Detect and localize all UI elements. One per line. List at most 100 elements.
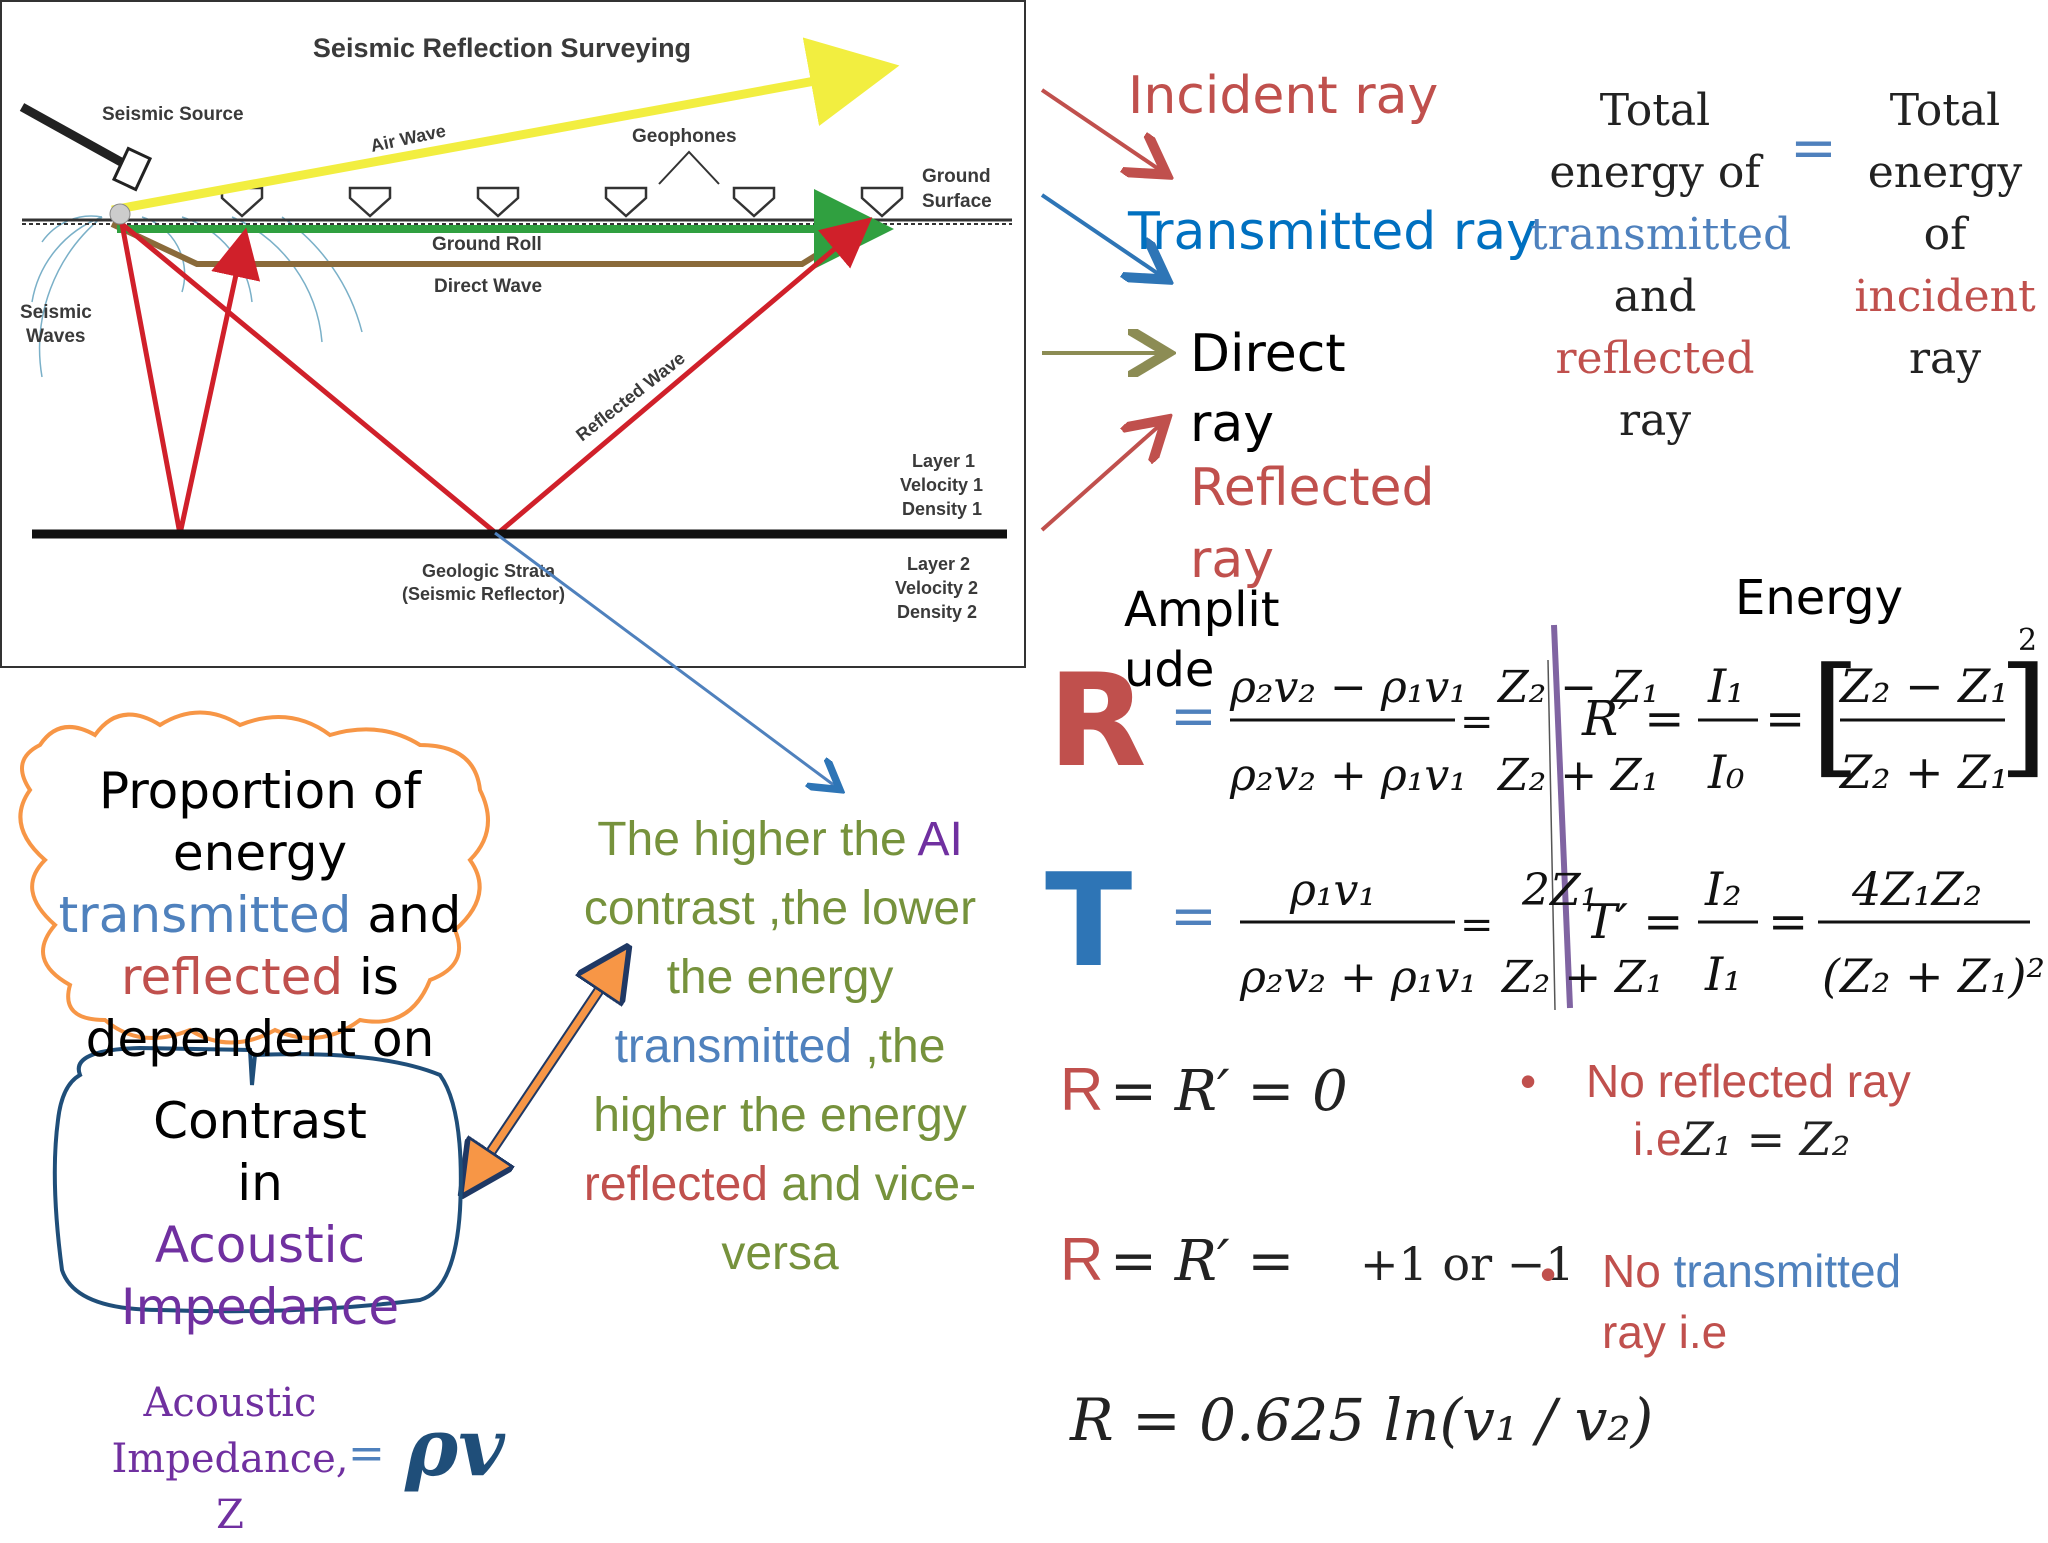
r-prime-equals: =	[1765, 691, 1805, 747]
legend-incident-label: Incident ray	[1128, 66, 1439, 126]
purple-divider	[1551, 624, 1573, 1009]
label-surface: Surface	[922, 191, 992, 212]
label-density1: Density 1	[902, 499, 982, 519]
hammer-handle	[19, 103, 133, 171]
seismic-diagram: Seismic Reflection Surveying	[0, 0, 1026, 668]
proportion-and: and	[367, 886, 462, 944]
case1-text: No reflected ray	[1586, 1055, 1911, 1107]
contrast-box-outline	[52, 1045, 463, 1314]
r-prime-label: R′ =	[1581, 691, 1685, 747]
fraction-divider	[1547, 659, 1556, 1011]
t-prime-den: I₁	[1704, 947, 1742, 1001]
amplitude-header-1: Amplit	[1124, 582, 1280, 638]
r-prime-num-2: Z₂ − Z₁	[1838, 659, 2009, 713]
case2-values: +1 or −1	[1360, 1237, 1575, 1291]
energy-left-2: energy of	[1549, 147, 1761, 198]
label-seismic-reflector: (Seismic Reflector)	[402, 584, 565, 604]
impact-burst	[109, 203, 131, 225]
ai-text-line-5: higher the energy	[593, 1089, 967, 1142]
case1-ie-formula: Z₁ = Z₂	[1681, 1112, 1851, 1166]
energy-left-5: reflected	[1555, 333, 1755, 384]
cases-block: R = R′ = 0 R = R′ = +1 or −1 R = 0.625 l…	[1060, 1056, 1653, 1454]
ai-formula-line-1: Acoustic	[143, 1380, 317, 1426]
hammer-head	[111, 146, 153, 192]
t-prime-equals: =	[1768, 894, 1808, 950]
proportion-reflected: reflected	[121, 948, 344, 1006]
t-denominator-1: ρ₂v₂ + ρ₁v₁	[1239, 952, 1477, 1003]
label-geologic-strata: Geologic Strata	[422, 561, 556, 581]
energy-right-4: incident	[1854, 271, 2036, 322]
proportion-line-2: energy	[172, 824, 348, 882]
proportion-text: Proportion of energy transmitted and ref…	[40, 760, 480, 1070]
contrast-line-2: in	[237, 1154, 283, 1212]
t-equals-2: =	[1460, 902, 1494, 948]
big-letter-t: T	[1045, 847, 1133, 996]
proportion-line-5: dependent on	[85, 1010, 435, 1068]
seismic-diagram-svg: Seismic Reflection Surveying	[19, 33, 1012, 622]
r-prime-num: I₁	[1707, 659, 1745, 713]
t-denominator-2: Z₂ + Z₁	[1500, 952, 1663, 1003]
energy-left-column: Total energy of transmitted and reflecte…	[1530, 80, 1792, 452]
label-geophones: Geophones	[632, 126, 737, 147]
legend-direct-label-2: ray	[1190, 394, 1275, 454]
t-prime-num: I₂	[1704, 862, 1742, 916]
cloud-outline	[18, 710, 490, 1045]
geophones-pointer	[658, 150, 720, 185]
case1-ie-prefix: i.e	[1633, 1113, 1682, 1165]
ai-formula-label: Acoustic Impedance, Z	[100, 1375, 360, 1543]
r-denominator-2: Z₂ + Z₁	[1496, 750, 1659, 801]
ai-text-line-2: contrast ,the lower	[583, 882, 977, 935]
ai-formula-rho-v: ρv	[405, 1400, 505, 1494]
label-waves: Waves	[26, 326, 86, 347]
ai-text-6a: reflected	[583, 1158, 768, 1211]
t-numerator-1: ρ₁v₁	[1289, 865, 1376, 916]
ai-text-line-6: reflected and vice-	[580, 1150, 980, 1219]
proportion-is: is	[359, 948, 399, 1006]
r-prime-den: I₀	[1707, 745, 1745, 799]
contrast-line-4: Impedance	[120, 1278, 400, 1336]
r-numerator-2: Z₂ − Z₁	[1496, 662, 1659, 713]
label-ground: Ground	[922, 166, 991, 187]
label-layer1: Layer 1	[912, 451, 975, 471]
label-seismic: Seismic	[20, 302, 92, 323]
label-direct-wave: Direct Wave	[434, 276, 542, 297]
case2-bullet: •	[1540, 1248, 1557, 1300]
case2-text-2: ray i.e	[1602, 1306, 1728, 1358]
r-prime-bracket-right: ]	[1998, 639, 2048, 791]
case1-formula: = R′ = 0	[1110, 1059, 1348, 1124]
legend-reflected-label-2: ray	[1190, 530, 1275, 590]
proportion-transmitted: transmitted	[58, 886, 352, 944]
ai-text-line-7: versa	[721, 1227, 839, 1280]
t-prime-num-2: 4Z₁Z₂	[1851, 862, 1982, 916]
r-numerator-1: ρ₂v₂ − ρ₁v₁	[1229, 662, 1467, 713]
proportion-line-4: reflected is	[40, 946, 480, 1008]
ai-text-4b: ,the	[852, 1020, 946, 1073]
case2-text: No transmitted	[1602, 1242, 1901, 1300]
label-velocity2: Velocity 2	[895, 578, 978, 598]
energy-right-1: Total	[1889, 85, 2001, 136]
case2-text-transmitted: transmitted	[1673, 1245, 1902, 1297]
t-numerator-2: 2Z₁	[1521, 865, 1598, 916]
energy-left-3: transmitted	[1530, 209, 1792, 260]
label-velocity1: Velocity 1	[900, 475, 983, 495]
t-prime-label: T′ =	[1585, 894, 1683, 950]
case2-text-no: No	[1602, 1245, 1674, 1297]
air-wave-arrow	[111, 37, 900, 215]
legend-transmitted-arrow	[1040, 193, 1160, 275]
t-prime-den-2: (Z₂ + Z₁)²	[1822, 949, 2045, 1003]
contrast-line-1: Contrast	[153, 1092, 367, 1150]
amplitude-header-2: ude	[1124, 642, 1215, 698]
reflector-to-text-arrow	[494, 531, 835, 786]
case2-formula: = R′ =	[1110, 1229, 1294, 1294]
amplitude-header: Amplit ude	[1124, 580, 1280, 700]
legend-reflected-label-1: Reflected	[1190, 458, 1435, 518]
legend-transmitted-label: Transmitted ray	[1128, 202, 1537, 262]
ai-text-6b: and vice-	[768, 1158, 977, 1211]
case3-formula: R = 0.625 ln(v₁ / v₂)	[1069, 1386, 1653, 1454]
energy-right-3: of	[1923, 209, 1967, 260]
r-denominator-1: ρ₂v₂ + ρ₁v₁	[1229, 750, 1467, 801]
energy-equals: =	[1790, 116, 1837, 181]
big-letter-r: R	[1048, 647, 1147, 796]
formula-block: = ρ₂v₂ − ρ₁v₁ ρ₂v₂ + ρ₁v₁ = Z₂ − Z₁ Z₂ +…	[1170, 623, 2048, 1003]
